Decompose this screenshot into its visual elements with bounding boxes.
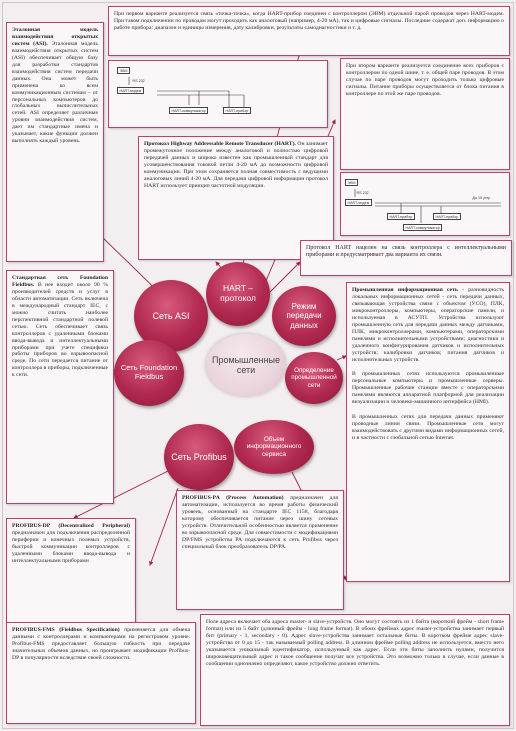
profibus-dp-box: PROFIBUS-DP (Decentralized Peripheral) п… [6,518,136,626]
profibus-dp-body: предназначен для подключения распределен… [12,529,130,564]
hart-protocol-box: Протокол Highway Addressable Remote Tran… [138,136,334,260]
hart-bus-box: При втором варианте реализуется соединен… [340,58,510,170]
industrial-body-3: В промышленных сетях для передачи данных… [352,414,504,442]
hart-point-to-point-box: При первом варианте реализуется связь «т… [108,6,510,56]
mini2-comm: HART-коммуникатор [403,224,443,232]
profibus-fms-title: PROFIBUS-FMS (Fieldbus Specification) [12,627,120,633]
profibus-fms-body: применяется для обмена данными с контрол… [12,627,191,661]
mini2-modem: HART-модем [345,199,372,207]
address-field-text: Поле адреса включает оба адреса master- … [206,619,504,667]
mini1-rs: RS-232 [132,78,145,83]
node-hart-label: HART – протокол [220,283,256,303]
asi-body: Эталонная модель взаимодействия открытых… [12,40,98,145]
node-transfer-mode: Режим передачи данных [272,286,336,346]
node-hart-protocol: HART – протокол [206,262,270,326]
ff-body: В нее входит около 90 % производителей с… [12,281,109,379]
mini2-dc: До 15 устр [472,195,491,200]
industrial-body-1: - разновидность локальных информационных… [352,287,505,363]
mini1-comm: HART-коммуникатор [169,107,209,115]
mini1-device: HART-прибор [223,107,251,115]
mini2-dev2: HART-прибор [433,213,461,221]
node-transfer-label: Режим передачи данных [286,302,322,330]
ff-box: Стандартная сеть Foundation Fieldbus. В … [6,270,114,504]
hart-note-text: Протокол HART нацелен на связь контролле… [306,245,506,259]
profibus-fms-box: PROFIBUS-FMS (Fieldbus Specification) пр… [6,622,196,724]
node-info-volume: Объем информационного сервиса [234,420,314,474]
asi-box: Эталонная модель взаимодействия открытых… [6,22,104,262]
arrow-hart-note [269,261,301,293]
profibus-pa-title: PROFIBUS-PA (Process Automation) [182,495,284,501]
node-definition-label: Определение промышленной сети [291,367,337,389]
asi-title: Эталонная модель взаимодействия открытых… [12,27,98,47]
address-field-box: Поле адреса включает оба адреса master- … [200,614,510,726]
hart-diagram-1: ЭВМ RS-232 HART-модем HART-коммуникатор … [108,60,328,128]
profibus-pa-body: предназначен для автоматизации, использу… [182,495,338,550]
industrial-title: Промышленная информационная сеть [352,287,458,293]
node-profibus: Сеть Profibus [164,424,234,490]
mini2-dev1: HART-прибор [387,213,415,221]
ff-title: Стандартная сеть Foundation Fieldbus. [12,275,108,288]
node-definition: Определение промышленной сети [285,352,343,404]
hart-note-box: Протокол HART нацелен на связь контролле… [300,240,512,276]
arrow-fms [149,487,179,566]
mini1-evm: ЭВМ [117,67,130,75]
hart-diagram-2: ЭВМ RS-232 HART-модем HART-прибор HART-п… [340,172,510,236]
node-center: Промышленные сети [206,334,286,396]
arrow-definition [336,355,347,361]
hart-bus-text: При втором варианте реализуется соединен… [346,63,504,97]
industrial-network-box: Промышленная информационная сеть - разно… [346,282,510,582]
hart-protocol-title: Протокол Highway Addressable Remote Tran… [144,141,296,147]
node-foundation-fieldbus: Сеть Foundation Fieldbus [114,340,184,406]
node-asi-label: Сеть ASI [152,310,190,321]
mini2-evm: ЭВМ [345,179,358,187]
arrow-dp [73,469,171,519]
hart-diagram-1-wires [128,77,245,107]
profibus-pa-box: PROFIBUS-PA (Process Automation) предназ… [176,490,344,610]
node-profibus-label: Сеть Profibus [171,451,227,462]
hart-point-to-point-text: При первом варианте реализуется связь «т… [114,11,504,31]
node-volume-label: Объем информационного сервиса [246,435,302,458]
mini2-rs: RS-232 [356,190,369,195]
profibus-dp-title: PROFIBUS-DP (Decentralized Peripheral) [12,523,130,529]
industrial-body-2: В промышленных сетях используются промыш… [352,371,504,406]
node-center-label: Промышленные сети [211,354,281,375]
hart-protocol-body: Он занимает промежуточное положение межд… [144,141,329,189]
node-ff-label: Сеть Foundation Fieldbus [120,363,178,381]
mini1-modem: HART-модем [117,87,144,95]
